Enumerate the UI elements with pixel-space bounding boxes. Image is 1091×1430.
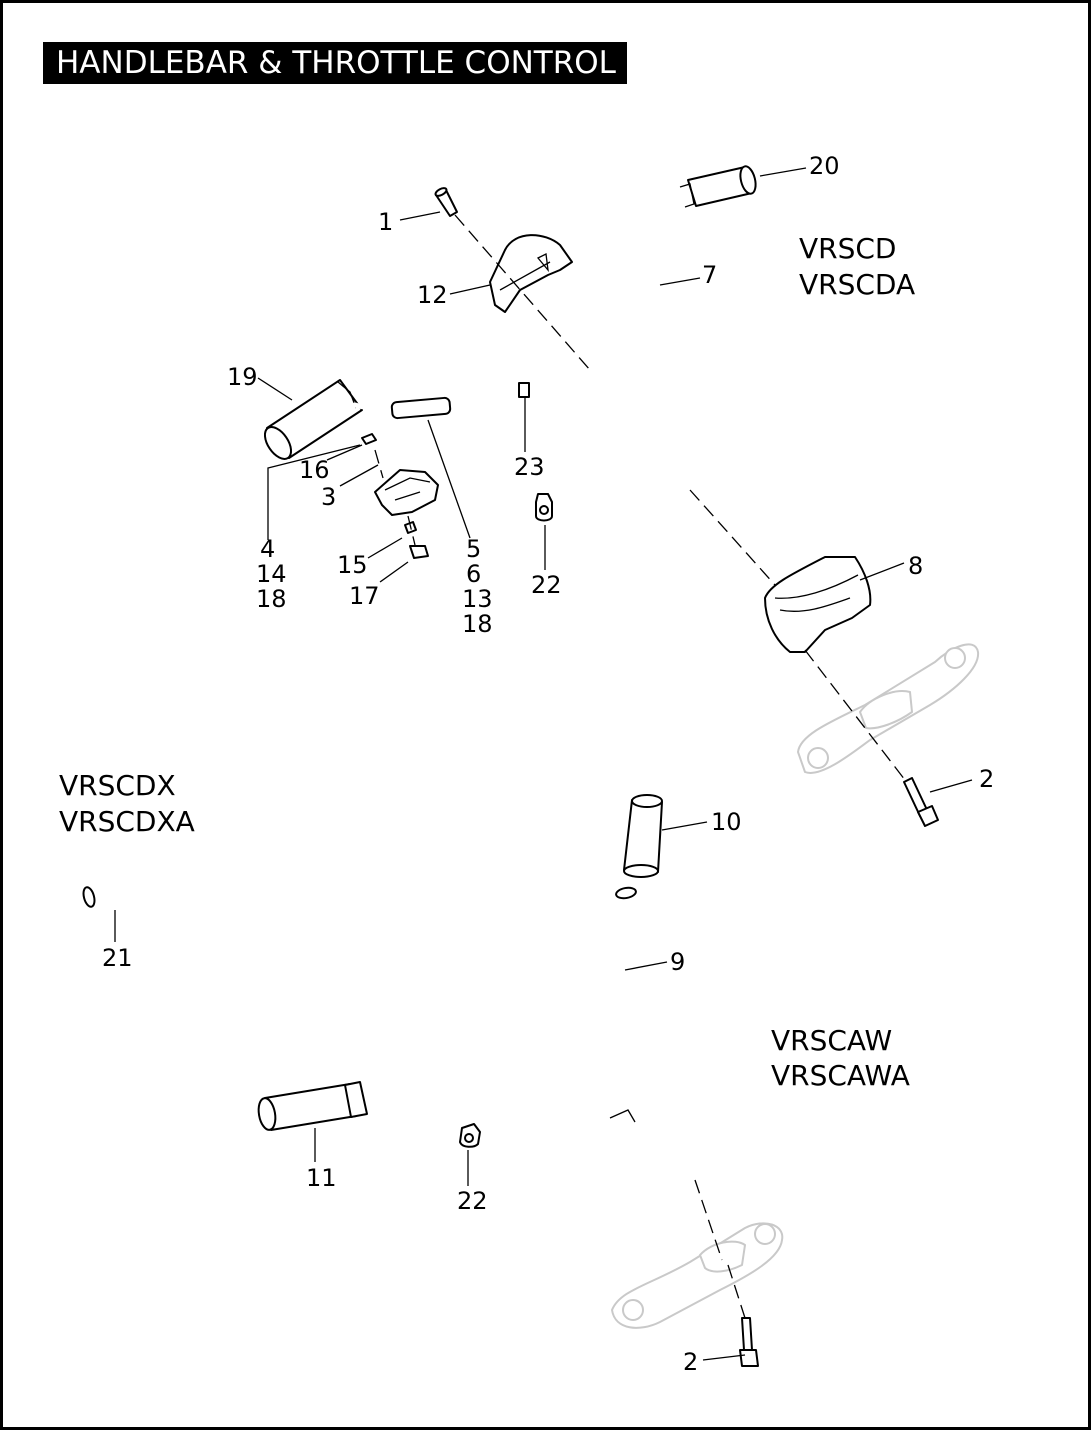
model-vrscdxa: VRSCDXA — [59, 805, 195, 838]
page-title: HANDLEBAR & THROTTLE CONTROL — [43, 42, 627, 84]
callout-18a: 18 — [256, 585, 287, 613]
throttle-cables — [352, 348, 682, 541]
grip-19 — [263, 379, 363, 460]
callout-5: 5 — [466, 535, 481, 563]
handlebar-21 — [80, 657, 528, 908]
callout-10: 10 — [711, 808, 742, 836]
bolt-2-upper — [903, 777, 939, 827]
grip-11 — [257, 1081, 368, 1131]
callout-2b: 2 — [683, 1348, 698, 1376]
grip-20 — [679, 165, 757, 208]
callout-22b: 22 — [457, 1187, 488, 1215]
model-vrscdx: VRSCDX — [59, 769, 176, 802]
callout-2a: 2 — [979, 765, 994, 793]
bolt-2-lower — [739, 1317, 759, 1367]
callout-9: 9 — [670, 948, 685, 976]
callout-23: 23 — [514, 453, 545, 481]
callout-15: 15 — [337, 551, 368, 579]
model-vrscaw: VRSCAW — [771, 1024, 892, 1057]
callout-12: 12 — [417, 281, 448, 309]
screw-1 — [434, 187, 458, 217]
callout-16: 16 — [299, 456, 330, 484]
triple-clamp-lower — [611, 1222, 784, 1329]
model-vrscda: VRSCDA — [799, 268, 915, 301]
callout-11: 11 — [306, 1164, 337, 1192]
callout-1: 1 — [378, 208, 393, 236]
callout-14: 14 — [256, 560, 287, 588]
upper-clamp-12 — [489, 234, 573, 313]
clip-22-lower — [459, 1123, 481, 1148]
callout-7: 7 — [702, 261, 717, 289]
triple-clamp-upper — [797, 643, 980, 774]
model-vrscd: VRSCD — [799, 232, 897, 265]
callout-18b: 18 — [462, 610, 493, 638]
callout-22a: 22 — [531, 571, 562, 599]
riser-cover-8 — [764, 556, 872, 653]
handlebar-9 — [346, 886, 701, 1219]
callout-13: 13 — [462, 585, 493, 613]
callout-19: 19 — [227, 363, 258, 391]
callout-3: 3 — [321, 483, 336, 511]
callout-8: 8 — [908, 552, 923, 580]
callout-20: 20 — [809, 152, 840, 180]
leader-lines — [114, 167, 973, 1361]
callout-4: 4 — [260, 535, 275, 563]
grip-10 — [623, 794, 663, 878]
model-vrscawa: VRSCAWA — [771, 1059, 910, 1092]
callout-6: 6 — [466, 560, 481, 588]
callout-17: 17 — [349, 582, 380, 610]
handlebar-7 — [282, 179, 708, 413]
callout-21: 21 — [102, 944, 133, 972]
clip-22-upper — [535, 493, 553, 522]
